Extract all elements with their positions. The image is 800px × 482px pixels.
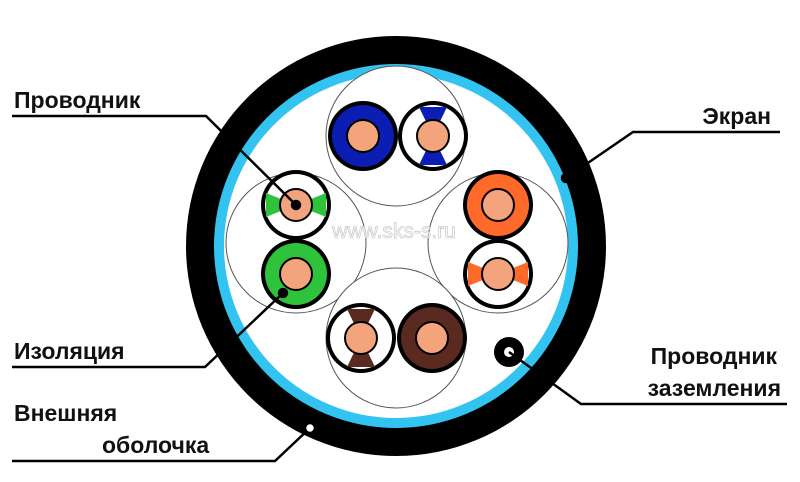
leader-dots	[277, 172, 572, 434]
label-outer-sheath-line1: Внешняя	[14, 400, 117, 426]
label-outer-sheath-line2: оболочка	[102, 432, 209, 458]
conductor-white-brown	[326, 303, 396, 373]
leader-outer-sheath	[12, 427, 311, 463]
dot-outer-sheath	[304, 422, 316, 434]
leader-conductor	[12, 114, 297, 206]
dot-shield	[560, 172, 572, 184]
leader-drain	[508, 350, 787, 406]
leader-insulation	[12, 292, 284, 369]
watermark-text: www.sks-s.ru	[331, 220, 456, 243]
label-drain-line1: Проводник	[651, 343, 778, 369]
dot-insulation	[277, 287, 289, 299]
label-drain-line2: заземления	[648, 375, 781, 401]
inner-filler	[224, 74, 568, 418]
leader-lines	[12, 114, 787, 463]
conductor-blue	[328, 101, 398, 171]
conductor-green	[261, 239, 331, 309]
label-insulation: Изоляция	[14, 338, 125, 364]
label-conductor: Проводник	[14, 87, 141, 113]
conductor-orange	[463, 170, 533, 240]
label-shield: Экран	[702, 103, 771, 129]
dot-conductor	[290, 199, 302, 211]
conductor-white-orange	[463, 239, 533, 309]
conductor-brown	[397, 303, 467, 373]
leader-shield	[565, 130, 780, 180]
conductor-white-blue	[398, 101, 468, 171]
